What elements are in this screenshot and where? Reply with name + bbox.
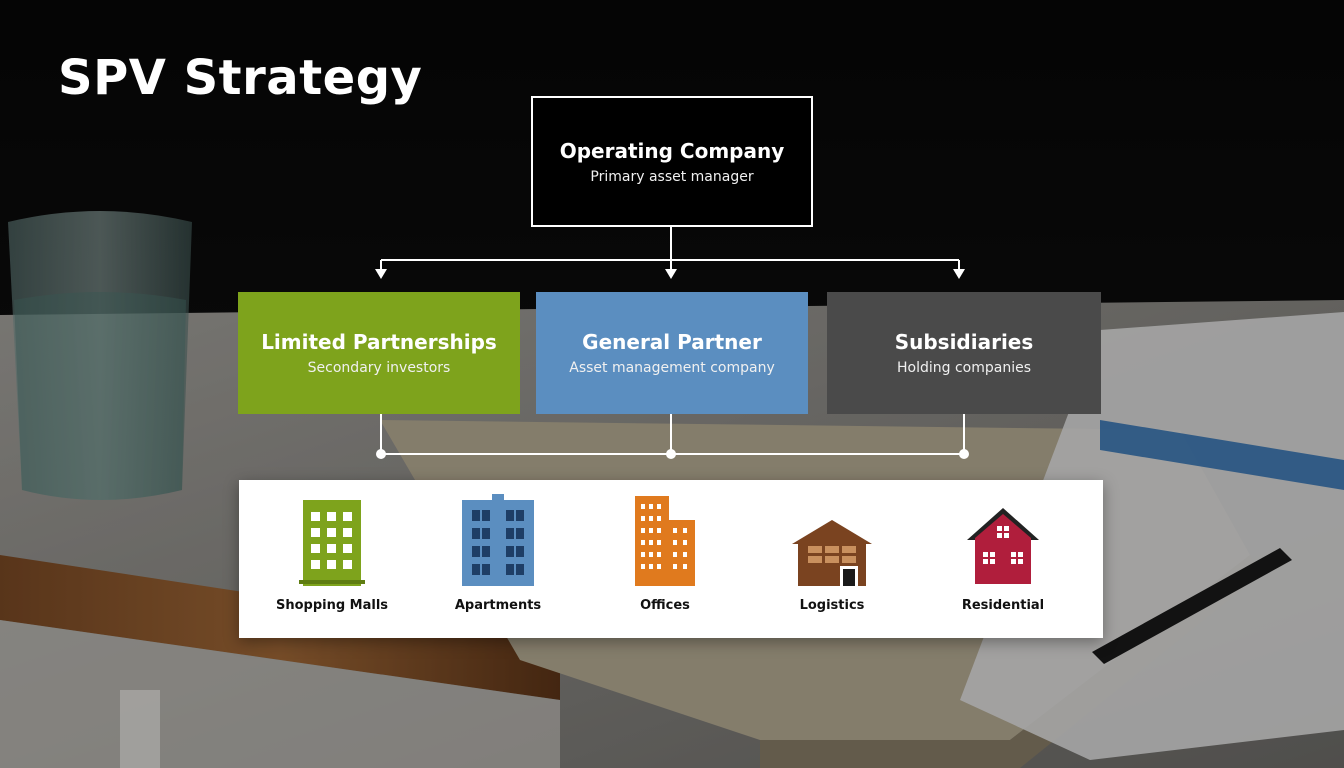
operating-company-title: Operating Company	[559, 138, 785, 163]
house-icon	[967, 508, 1039, 584]
subsidiaries-box: Subsidiaries Holding companies	[827, 292, 1101, 414]
asset-label: Apartments	[454, 598, 542, 613]
subsidiaries-subtitle: Holding companies	[896, 360, 1031, 376]
asset-shopping-malls: Shopping Malls	[252, 494, 412, 613]
asset-label: Logistics	[799, 598, 865, 613]
mall-building-icon	[299, 500, 365, 586]
limited-partnerships-box: Limited Partnerships Secondary investors	[238, 292, 520, 414]
page-title: SPV Strategy	[58, 50, 423, 106]
limited-partnerships-subtitle: Secondary investors	[307, 360, 451, 376]
apartment-building-icon	[462, 494, 534, 586]
subsidiaries-title: Subsidiaries	[894, 330, 1034, 354]
office-building-icon	[635, 496, 695, 586]
asset-label: Offices	[640, 598, 690, 613]
asset-label: Shopping Malls	[275, 598, 389, 613]
operating-company-box: Operating Company Primary asset manager	[531, 96, 813, 227]
asset-label: Residential	[961, 598, 1045, 613]
limited-partnerships-title: Limited Partnerships	[261, 330, 497, 354]
asset-offices: Offices	[585, 494, 745, 613]
general-partner-subtitle: Asset management company	[569, 360, 775, 376]
asset-residential: Residential	[923, 494, 1083, 613]
asset-types-panel: Shopping Malls Apartments	[239, 480, 1103, 638]
general-partner-title: General Partner	[582, 330, 762, 354]
general-partner-box: General Partner Asset management company	[536, 292, 808, 414]
asset-apartments: Apartments	[418, 494, 578, 613]
asset-logistics: Logistics	[752, 494, 912, 613]
operating-company-subtitle: Primary asset manager	[590, 168, 754, 185]
warehouse-icon	[792, 520, 872, 586]
